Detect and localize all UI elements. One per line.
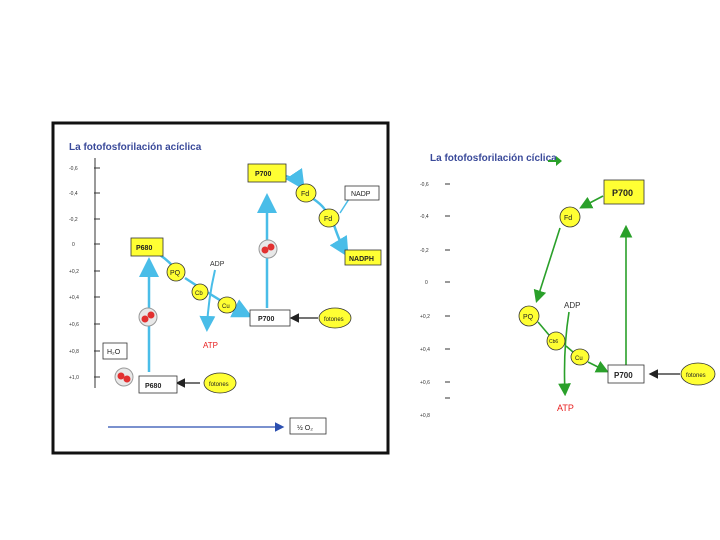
half-o2-box: ½ O₂ [289,417,327,435]
half-o2-label: ½ O₂ [297,424,313,432]
panel-title: La fotofosforilación acíclica [69,142,202,153]
cb6-ellipse: Cb6 [546,331,566,351]
pq-label: PQ [170,270,181,277]
photons-label: fotones [324,317,344,323]
noncyclic-panel: La fotofosforilación acíclica -0,6 -0,4 … [51,121,390,455]
molecule-p700-middle [258,239,278,259]
cb-label: Cb [195,291,203,297]
tick-label: 0 [425,280,428,286]
fd-label: Fd [301,191,309,198]
p680-bottom-box: P680 [138,375,178,394]
cb6-label: Cb6 [549,339,558,345]
tick-label: -0,4 [69,191,78,197]
p700-bottom-box: P700 [607,364,645,384]
panel-title: La fotofosforilación cíclica [430,153,557,164]
p700-top-box: P700 [603,179,645,205]
adp-label: ADP [210,261,225,268]
fd-label: Fd [564,215,572,222]
pq-ellipse: PQ [166,262,186,282]
p700-top-box: P700 [247,163,287,183]
tick-label: -0,6 [69,166,78,172]
panel-frame [51,121,390,455]
fd-label: Fd [324,216,332,223]
arrow-cb6-to-cu [565,345,574,353]
p700-bottom-box: P700 [249,309,291,327]
p700-top-label: P700 [255,171,271,178]
adp-label: ADP [564,301,580,310]
p680-bottom-label: P680 [145,383,161,390]
tick-label: -0,6 [420,182,429,188]
pq-ellipse: PQ [518,305,540,327]
y-ticks: -0,6 -0,4 -0,2 0 +0,2 +0,4 +0,6 +0,8 [420,182,450,419]
h2o-box: H₂O [102,342,128,360]
tick-label: 0 [72,242,75,248]
title-arrow-icon [548,156,562,166]
molecule-p680-bottom [114,367,134,387]
nadph-label: NADPH [349,256,374,263]
photons-right-ellipse: fotones [318,307,352,329]
arrow-pq-to-cb6 [537,321,550,336]
p700-bottom-label: P700 [258,316,274,323]
molecule-p680-middle [138,307,158,327]
arrow-cu-to-p700 [587,360,609,373]
photons-bottom-ellipse: fotones [203,372,237,394]
h2o-label: H₂O [107,349,121,356]
cb-ellipse: Cb [191,283,209,301]
tick-label: +0,6 [69,322,79,328]
p700-top-label: P700 [612,188,633,198]
tick-label: +0,6 [420,380,430,386]
p700-bottom-label: P700 [614,371,633,380]
tick-label: +0,8 [420,413,430,419]
cu-ellipse: Cu [217,296,237,314]
tick-label: -0,2 [420,248,429,254]
arrow-p700-to-fd [579,195,604,209]
nadp-box: NADP [344,185,380,201]
cu-label: Cu [222,304,230,310]
nadph-box: NADPH [344,249,382,266]
cyclic-flow-arrows [533,195,633,397]
tick-label: -0,4 [420,214,429,220]
tick-label: +1,0 [69,375,79,381]
arrow-fd-to-pq [533,227,561,304]
fd-ellipse: Fd [559,206,581,228]
tick-label: +0,4 [69,295,79,301]
atp-label: ATP [203,341,218,350]
y-ticks: -0,6 -0,4 -0,2 0 +0,2 +0,4 +0,6 +0,8 +1,… [69,166,100,381]
photons-label: fotones [209,382,229,388]
p680-top-label: P680 [136,245,152,252]
tick-label: +0,2 [69,269,79,275]
tick-label: +0,2 [420,314,430,320]
cu-ellipse: Cu [570,348,590,366]
tick-label: -0,2 [69,217,78,223]
arrow-fd-to-nadp [339,198,350,214]
cu-label: Cu [575,356,583,362]
tick-label: +0,4 [420,347,430,353]
p680-top-box: P680 [130,237,164,257]
arrow-adp-to-atp [199,269,216,332]
atp-label: ATP [557,403,574,413]
photons-label: fotones [686,373,706,379]
pq-label: PQ [523,314,534,321]
fd-ellipse-1: Fd [295,183,317,203]
tick-label: +0,8 [69,349,79,355]
arrow-adp-to-atp [558,311,571,397]
cyclic-panel: La fotofosforilación cíclica -0,6 -0,4 -… [420,153,716,419]
photons-ellipse: fotones [680,362,716,386]
nadp-label: NADP [351,191,371,198]
fd-ellipse-2: Fd [318,208,340,228]
